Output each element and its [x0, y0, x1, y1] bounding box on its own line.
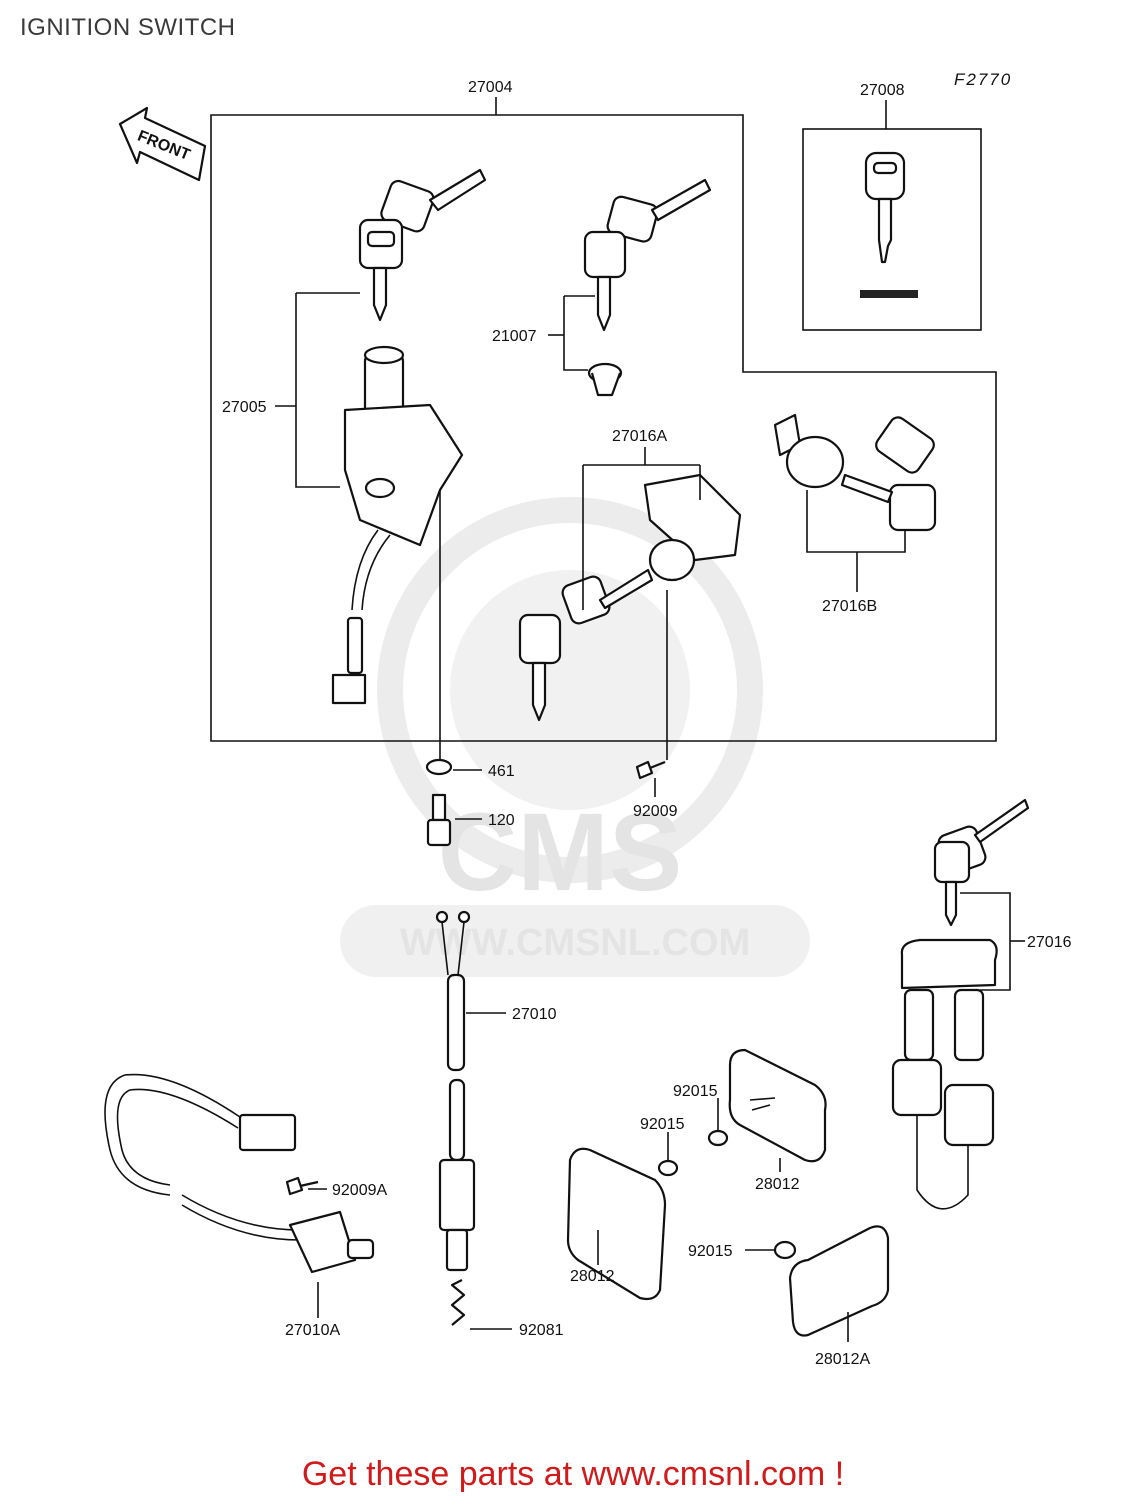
key-27008-box [802, 128, 982, 331]
key-blank-icon [860, 151, 918, 298]
label-28012A: 28012A [815, 1351, 870, 1368]
ignition-switch-icon [331, 345, 464, 705]
watermark-brand: CMS [438, 791, 682, 914]
label-27016B: 27016B [822, 598, 877, 615]
harness-27010A-icon [104, 1073, 375, 1274]
page-title: IGNITION SWITCH [20, 14, 236, 41]
watermark: CMS WWW.CMSNL.COM [340, 497, 810, 977]
reflector-28012A-icon [788, 1225, 890, 1337]
label-27010A: 27010A [285, 1322, 340, 1339]
nut-92015-upper-icon [707, 1129, 729, 1147]
nut-92015-lower-icon [773, 1240, 797, 1260]
front-arrow: FRONT [118, 106, 207, 182]
label-92009: 92009 [633, 803, 678, 820]
label-27008: 27008 [860, 82, 905, 99]
label-27004: 27004 [468, 79, 513, 96]
screw-92009A-icon [285, 1176, 319, 1196]
bolt-120-icon [426, 793, 452, 847]
label-21007: 21007 [492, 328, 537, 345]
switch-27010-icon [435, 910, 476, 1326]
label-92015-lower: 92015 [688, 1243, 733, 1260]
lock-27016B-icon [773, 413, 937, 532]
label-92015-middle: 92015 [640, 1116, 685, 1133]
nut-92015-middle-icon [657, 1159, 679, 1177]
footer-link[interactable]: Get these parts at www.cmsnl.com ! [301, 1455, 845, 1493]
label-27016: 27016 [1027, 934, 1072, 951]
screw-92009-icon [635, 760, 666, 780]
label-461: 461 [488, 763, 515, 780]
label-27016A: 27016A [612, 428, 667, 445]
kit-27004-outline [210, 114, 997, 742]
label-120: 120 [488, 812, 515, 829]
label-92081: 92081 [519, 1322, 564, 1339]
figure-code: F2770 [954, 70, 1013, 89]
label-28012-left: 28012 [570, 1268, 615, 1285]
reflector-28012-left-icon [566, 1147, 667, 1301]
key-21007-icon [583, 178, 712, 397]
lock-27016A-icon [518, 473, 742, 722]
watermark-url: WWW.CMSNL.COM [400, 922, 750, 964]
label-28012-upper: 28012 [755, 1176, 800, 1193]
reflector-28012-upper-icon [728, 1048, 827, 1163]
label-27005: 27005 [222, 399, 267, 416]
chain-lock-27016-icon [891, 798, 1030, 1210]
label-92015-upper: 92015 [673, 1083, 718, 1100]
label-92009A: 92009A [332, 1182, 387, 1199]
label-27010: 27010 [512, 1006, 557, 1023]
washer-461-icon [425, 758, 453, 776]
ignition-keys-icon [358, 168, 487, 322]
